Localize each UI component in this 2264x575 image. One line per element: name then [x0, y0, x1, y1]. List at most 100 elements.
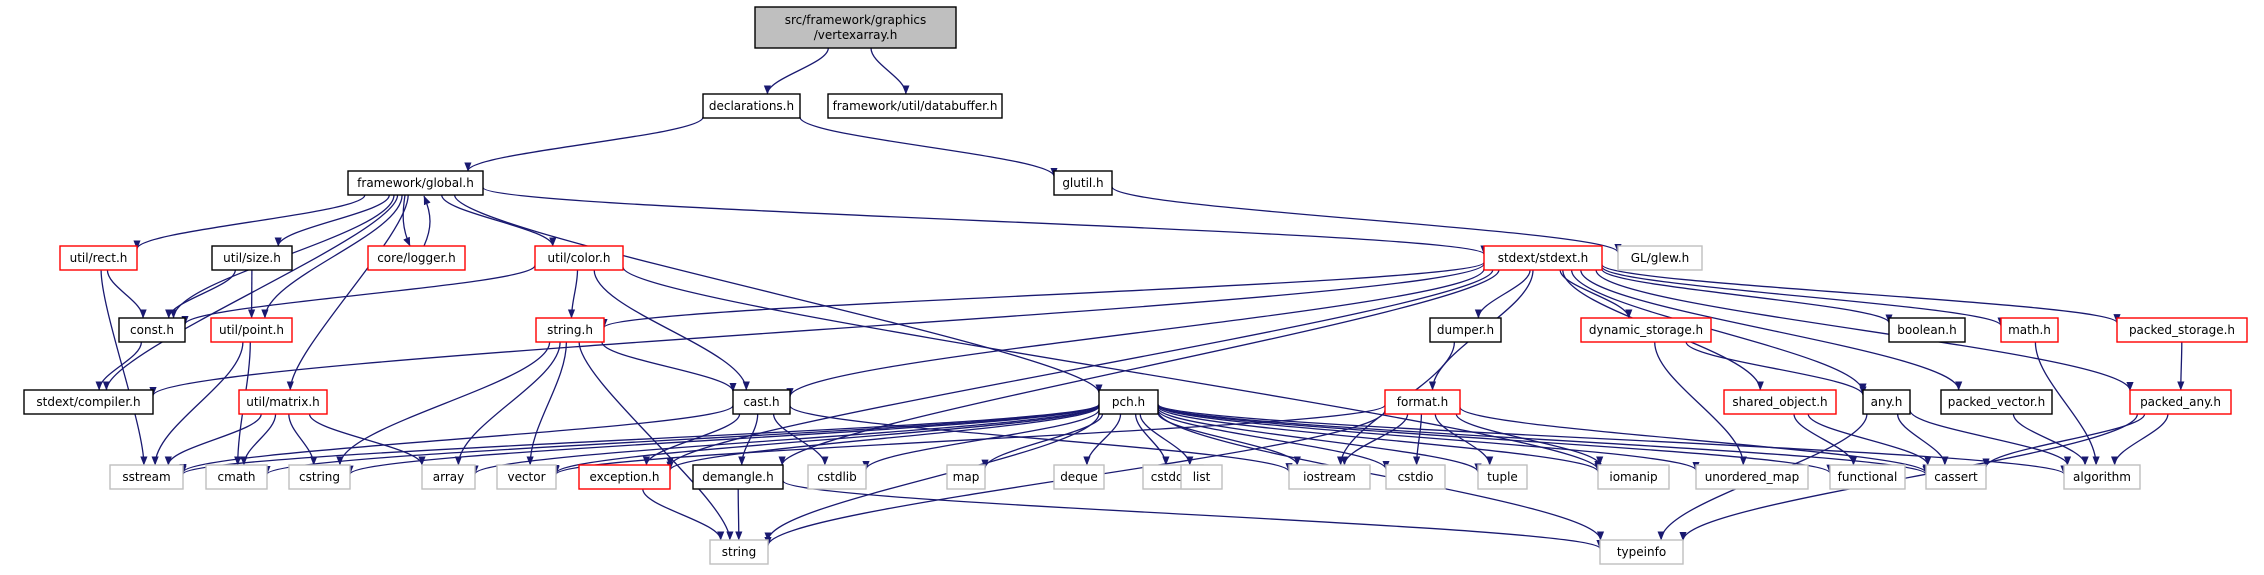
edge-anyh-to-cassert [1896, 413, 1949, 466]
edge-sharedobj-to-cassert [1807, 413, 1932, 466]
node-mathh[interactable]: math.h [2000, 317, 2059, 343]
node-size[interactable]: util/size.h [211, 245, 293, 271]
node-matrix[interactable]: util/matrix.h [238, 389, 328, 415]
node-label: util/size.h [223, 251, 281, 265]
node-boolean[interactable]: boolean.h [1888, 317, 1966, 343]
node-label: packed_storage.h [2129, 323, 2235, 337]
edge-stdext-to-demangle [778, 269, 1500, 466]
edge-pch-to-unordmap [1157, 404, 1700, 471]
node-box [23, 389, 154, 415]
node-anyh[interactable]: any.h [1862, 389, 1911, 415]
node-box [1477, 464, 1528, 490]
node-box [1384, 389, 1461, 415]
edge-stdext-to-packvec [1580, 269, 1963, 391]
node-exception[interactable]: exception.h [578, 464, 671, 490]
edge-color-to-stringh [567, 269, 579, 319]
edge-stdext-to-packany [1595, 269, 2134, 392]
node-sstream: sstream [109, 464, 184, 490]
edge-stdext-to-compiler [149, 263, 1485, 397]
node-box [1597, 464, 1670, 490]
node-box [1617, 245, 1703, 271]
edge-anyh-to-algorithm [1909, 409, 2072, 466]
node-box [1940, 389, 2053, 415]
node-sharedobj[interactable]: shared_object.h [1723, 389, 1837, 415]
node-label: stdext/stdext.h [1498, 251, 1589, 265]
edge-rect-to-sstream [100, 269, 148, 466]
node-label: math.h [2008, 323, 2051, 337]
node-label: deque [1060, 470, 1098, 484]
node-label: core/logger.h [377, 251, 456, 265]
node-pch[interactable]: pch.h [1098, 389, 1159, 415]
edge-global-to-size [274, 194, 390, 247]
node-cstdio: cstdio [1385, 464, 1446, 490]
node-box [1925, 464, 1987, 490]
node-box [421, 464, 476, 490]
node-box [205, 464, 268, 490]
edge-stdext-to-exception [666, 269, 1494, 467]
edge-matrix-to-cmath [240, 413, 277, 466]
node-box [692, 464, 784, 490]
edge-glutil-to-glew [1111, 186, 1622, 254]
edge-stdext-to-mathh [1601, 266, 2005, 327]
edge-stringh-to-cstring [336, 341, 551, 466]
node-label: demangle.h [702, 470, 773, 484]
node-glutil[interactable]: glutil.h [1053, 170, 1113, 196]
node-algorithm: algorithm [2063, 464, 2141, 490]
edge-matrix-to-sstream [164, 413, 262, 466]
edge-pch-to-cstdio [1157, 409, 1390, 470]
node-box [109, 464, 184, 490]
node-logger[interactable]: core/logger.h [367, 245, 466, 271]
node-label: functional [1838, 470, 1898, 484]
node-label: packed_vector.h [1948, 395, 2045, 409]
node-databuffer[interactable]: framework/util/databuffer.h [827, 93, 1003, 119]
node-packvec[interactable]: packed_vector.h [1940, 389, 2053, 415]
edge-color-to-cast [593, 269, 750, 391]
node-format[interactable]: format.h [1384, 389, 1461, 415]
node-root[interactable]: src/framework/graphics/vertexarray.h [754, 6, 957, 49]
node-const[interactable]: const.h [118, 317, 186, 343]
node-dumper[interactable]: dumper.h [1429, 317, 1502, 343]
edge-dynstor-to-anyh [1685, 341, 1867, 396]
node-box [347, 170, 484, 196]
node-label: cmath [218, 470, 256, 484]
node-label: util/color.h [548, 251, 611, 265]
node-map: map [946, 464, 986, 490]
node-label: framework/util/databuffer.h [833, 99, 998, 113]
node-box [2000, 317, 2059, 343]
edge-packstor-to-packany [2177, 341, 2185, 391]
node-cast[interactable]: cast.h [732, 389, 791, 415]
node-box [1829, 464, 1906, 490]
edge-cast-to-cstdlib [772, 413, 829, 466]
node-box [496, 464, 557, 490]
node-point[interactable]: util/point.h [210, 317, 293, 343]
node-compiler[interactable]: stdext/compiler.h [23, 389, 154, 415]
node-cassert: cassert [1925, 464, 1987, 490]
node-box [1580, 317, 1712, 343]
edge-pch-to-vector [552, 405, 1100, 474]
node-declarations[interactable]: declarations.h [702, 93, 801, 119]
node-packany[interactable]: packed_any.h [2129, 389, 2232, 415]
node-dynstor[interactable]: dynamic_storage.h [1580, 317, 1712, 343]
node-box [1599, 539, 1684, 565]
node-box [1288, 464, 1371, 490]
node-demangle[interactable]: demangle.h [692, 464, 784, 490]
node-stdext[interactable]: stdext/stdext.h [1483, 245, 1603, 271]
node-unordmap: unordered_map [1695, 464, 1809, 490]
edge-declarations-to-global [464, 116, 704, 172]
node-cstring: cstring [288, 464, 351, 490]
edge-stringh-to-cast [601, 341, 737, 392]
node-label: util/matrix.h [246, 395, 320, 409]
node-stringh[interactable]: string.h [535, 317, 605, 343]
node-rect[interactable]: util/rect.h [59, 245, 138, 271]
node-box [238, 389, 328, 415]
edge-format-to-vector [552, 404, 1386, 476]
node-box [367, 245, 466, 271]
node-color[interactable]: util/color.h [534, 245, 624, 271]
node-label: declarations.h [709, 99, 794, 113]
node-box [2116, 317, 2248, 343]
node-packstor[interactable]: packed_storage.h [2116, 317, 2248, 343]
node-label: framework/global.h [357, 176, 474, 190]
node-global[interactable]: framework/global.h [347, 170, 484, 196]
edge-format-to-tuple [1434, 413, 1494, 466]
node-label: src/framework/graphics [785, 13, 927, 27]
